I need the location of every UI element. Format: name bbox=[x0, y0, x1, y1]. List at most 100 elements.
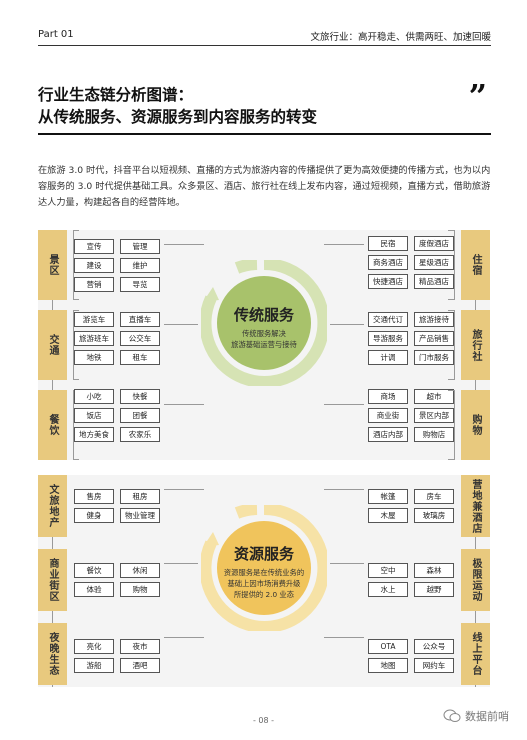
quote-mark-icon: ” bbox=[468, 77, 487, 115]
tag: 民宿 bbox=[368, 236, 408, 251]
tag: 售房 bbox=[74, 489, 114, 504]
tag: 物业管理 bbox=[120, 508, 160, 523]
category-commercial-district: 商业街区 bbox=[38, 549, 67, 611]
commercial-district-tags: 餐饮 休闲 体验 购物 bbox=[74, 563, 160, 597]
tag: 体验 bbox=[74, 582, 114, 597]
online-platform-tags: OTA 公众号 地图 网约车 bbox=[368, 639, 454, 673]
tag: 商场 bbox=[368, 389, 408, 404]
arrow-head-icon bbox=[203, 532, 219, 547]
resource-services-band: 文旅地产 商业街区 夜晚生态 售房 租房 健身 物业管理 餐饮 休闲 体验 购物… bbox=[38, 475, 490, 687]
tag: 快捷酒店 bbox=[368, 274, 408, 289]
tag: 小吃 bbox=[74, 389, 114, 404]
tag: 健身 bbox=[74, 508, 114, 523]
tag: 宣传 bbox=[74, 239, 114, 254]
traditional-center-sub-1: 传统服务解决 bbox=[242, 329, 286, 338]
tag: 租车 bbox=[120, 350, 160, 365]
tag: 酒店内部 bbox=[368, 427, 408, 442]
tag: 旅游班车 bbox=[74, 331, 114, 346]
tag: 精品酒店 bbox=[414, 274, 454, 289]
header-divider bbox=[38, 45, 491, 46]
tag: 游船 bbox=[74, 658, 114, 673]
intro-paragraph: 在旅游 3.0 时代，抖音平台以短视频、直播的方式为旅游内容的传播提供了更为高效… bbox=[38, 165, 491, 208]
category-transport: 交通 bbox=[38, 310, 67, 380]
resource-center-sub-1: 资源服务是在传统业务的 bbox=[224, 568, 304, 577]
traditional-center-title: 传统服务 bbox=[233, 306, 295, 324]
header-title: 文旅行业：高开稳走、供需两旺、加速回暖 bbox=[310, 32, 491, 43]
tag: 导览 bbox=[120, 277, 160, 292]
category-night-ecology: 夜晚生态 bbox=[38, 623, 67, 685]
cycle-arrow-ring bbox=[201, 505, 327, 631]
category-tourism-real-estate: 文旅地产 bbox=[38, 475, 67, 537]
tag: 管理 bbox=[120, 239, 160, 254]
tag: 农家乐 bbox=[120, 427, 160, 442]
cycle-arrow-ring bbox=[201, 260, 327, 386]
tag: 酒吧 bbox=[120, 658, 160, 673]
category-camp-hotel: 营地兼酒店 bbox=[461, 475, 490, 537]
tag: 房车 bbox=[414, 489, 454, 504]
tag: 产品销售 bbox=[414, 331, 454, 346]
tag: 饭店 bbox=[74, 408, 114, 423]
tag: 快餐 bbox=[120, 389, 160, 404]
real-estate-tags: 售房 租房 健身 物业管理 bbox=[74, 489, 160, 523]
scenic-tags: 宣传 管理 建设 维护 营销 导览 bbox=[74, 239, 160, 292]
part-label: Part 01 bbox=[38, 29, 74, 40]
tag: 购物店 bbox=[414, 427, 454, 442]
arrow-head-icon bbox=[203, 287, 219, 302]
tag: 团餐 bbox=[120, 408, 160, 423]
tag: 休闲 bbox=[120, 563, 160, 578]
category-travel-agency: 旅行社 bbox=[461, 310, 490, 380]
tag: 商业街 bbox=[368, 408, 408, 423]
tag: 门市服务 bbox=[414, 350, 454, 365]
tag: 计调 bbox=[368, 350, 408, 365]
tag: 地图 bbox=[368, 658, 408, 673]
tag: 租房 bbox=[120, 489, 160, 504]
resource-center-sub-3: 所提供的 2.0 业态 bbox=[234, 590, 294, 599]
watermark: 数据前哨 bbox=[443, 708, 509, 724]
tag: 木屋 bbox=[368, 508, 408, 523]
tag: 商务酒店 bbox=[368, 255, 408, 270]
resource-center-sub-2: 基础上因市场消费升级 bbox=[228, 579, 302, 588]
center-circle bbox=[217, 276, 311, 370]
traditional-services-wheel: 传统服务 传统服务解决 旅游基础运营与接待 bbox=[201, 260, 327, 386]
tag: 空中 bbox=[368, 563, 408, 578]
title-line-1: 行业生态链分析图谱： bbox=[38, 86, 194, 104]
transport-tags: 游览车 直播车 旅游班车 公交车 地铁 租车 bbox=[74, 312, 160, 365]
category-lodging: 住宿 bbox=[461, 230, 490, 300]
tag: 地方美食 bbox=[74, 427, 114, 442]
resource-center-title: 资源服务 bbox=[234, 545, 295, 563]
wechat-icon bbox=[443, 709, 461, 722]
tag: 森林 bbox=[414, 563, 454, 578]
tag: 交通代订 bbox=[368, 312, 408, 327]
tag: 亮化 bbox=[74, 639, 114, 654]
extreme-sports-tags: 空中 森林 水上 越野 bbox=[368, 563, 454, 597]
tag: 夜市 bbox=[120, 639, 160, 654]
tag: OTA bbox=[368, 639, 408, 654]
tag: 餐饮 bbox=[74, 563, 114, 578]
tag: 旅游接待 bbox=[414, 312, 454, 327]
tag: 玻璃房 bbox=[414, 508, 454, 523]
page-title: 行业生态链分析图谱： 从传统服务、资源服务到内容服务的转变 bbox=[38, 84, 317, 128]
lodging-tags: 民宿 度假酒店 商务酒店 星级酒店 快捷酒店 精品酒店 bbox=[368, 236, 454, 289]
tag: 网约车 bbox=[414, 658, 454, 673]
tag: 水上 bbox=[368, 582, 408, 597]
tag: 景区内部 bbox=[414, 408, 454, 423]
tag: 建设 bbox=[74, 258, 114, 273]
tag: 营销 bbox=[74, 277, 114, 292]
tag: 购物 bbox=[120, 582, 160, 597]
tag: 维护 bbox=[120, 258, 160, 273]
tag: 度假酒店 bbox=[414, 236, 454, 251]
tag: 游览车 bbox=[74, 312, 114, 327]
tag: 公交车 bbox=[120, 331, 160, 346]
tag: 帐篷 bbox=[368, 489, 408, 504]
watermark-text: 数据前哨 bbox=[465, 710, 509, 723]
category-shopping: 购物 bbox=[461, 390, 490, 460]
tag: 越野 bbox=[414, 582, 454, 597]
tag: 地铁 bbox=[74, 350, 114, 365]
tag: 超市 bbox=[414, 389, 454, 404]
traditional-center-sub-2: 旅游基础运营与接待 bbox=[231, 340, 297, 349]
category-online-platform: 线上平台 bbox=[461, 623, 490, 685]
category-dining: 餐饮 bbox=[38, 390, 67, 460]
tag: 导游服务 bbox=[368, 331, 408, 346]
category-extreme-sports: 极限运动 bbox=[461, 549, 490, 611]
dining-tags: 小吃 快餐 饭店 团餐 地方美食 农家乐 bbox=[74, 389, 160, 442]
